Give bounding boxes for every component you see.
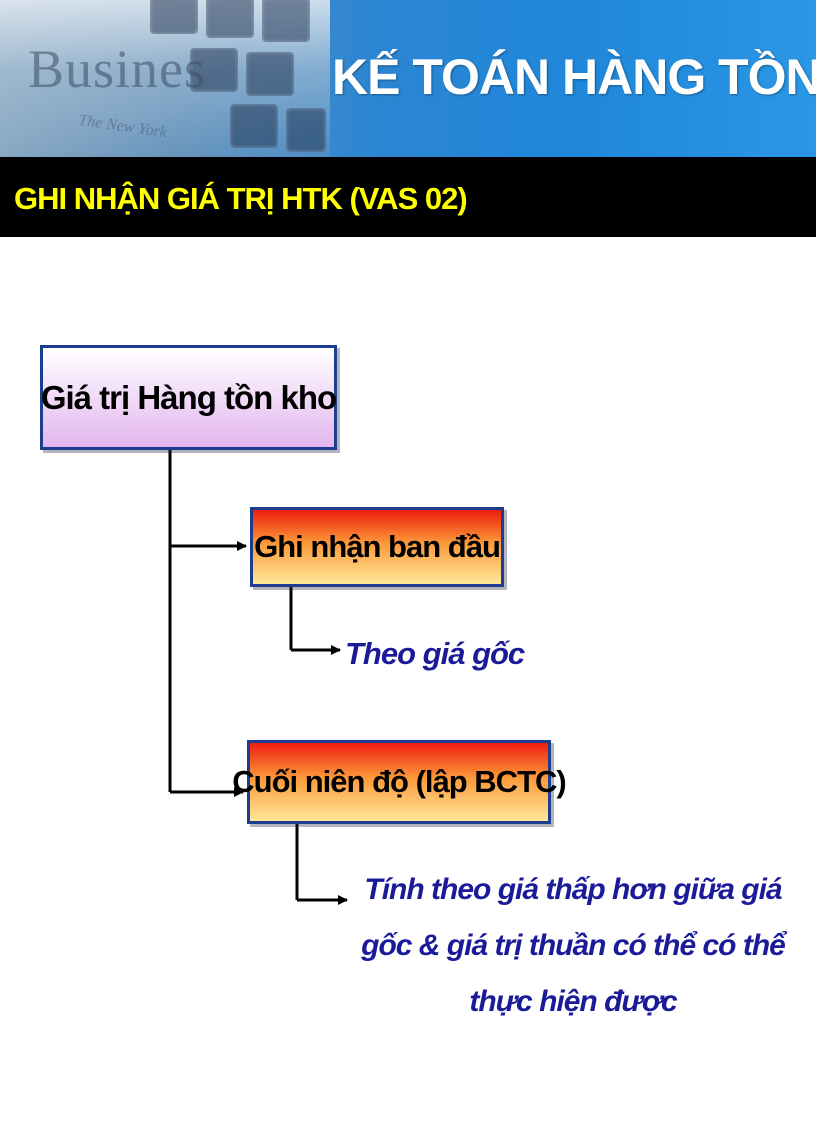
calculator-key [262, 0, 310, 42]
root-node: Giá trị Hàng tồn kho [40, 345, 337, 450]
section-subtitle: GHI NHẬN GIÁ TRỊ HTK (VAS 02) [14, 181, 468, 216]
year-end-measurement-detail: Tính theo giá thấp hơn giữa giá gốc & gi… [361, 873, 786, 1018]
calculator-key [150, 0, 198, 34]
calculator-key [286, 108, 326, 152]
title-banner: Busines The New York KẾ TOÁN HÀNG TỒN KH… [0, 0, 816, 157]
branch-node-year-end: Cuối niên độ (lập BCTC) [232, 740, 567, 824]
root-node-label: Giá trị Hàng tồn kho [40, 378, 337, 416]
calculator-key [246, 52, 294, 96]
calculator-key [206, 0, 254, 38]
branch-node-initial-recognition: Ghi nhận ban đầu [250, 507, 504, 587]
calculator-key [230, 104, 278, 148]
branch-node-label: Ghi nhận ban đầu [254, 529, 501, 564]
page-title: KẾ TOÁN HÀNG TỒN KHO [332, 49, 816, 105]
calculator-key [190, 48, 238, 92]
subtitle-bar: GHI NHẬN GIÁ TRỊ HTK (VAS 02) [0, 157, 816, 237]
initial-recognition-detail: Theo giá gốc [345, 636, 525, 671]
business-photo: Busines The New York [0, 0, 330, 157]
photo-newspaper-word: Busines [28, 39, 207, 99]
branch-node-label: Cuối niên độ (lập BCTC) [232, 764, 566, 799]
